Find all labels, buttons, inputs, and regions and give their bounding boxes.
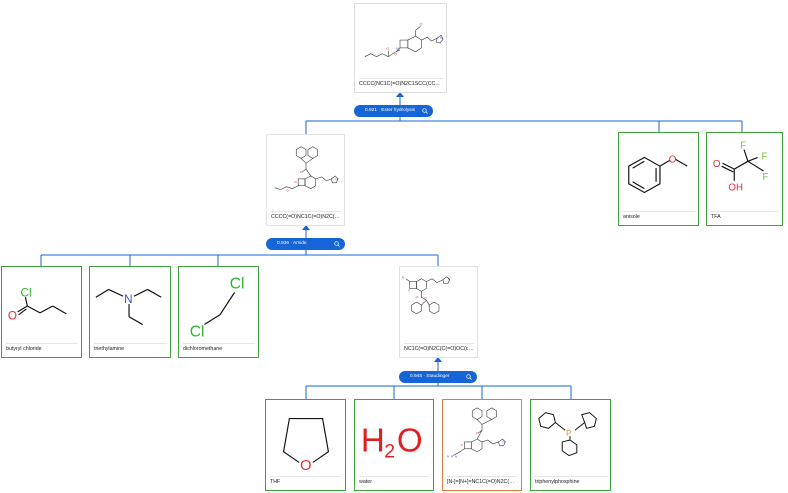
reactant-card-dichloromethane[interactable]: Cl Cl dichloromethane: [178, 266, 259, 358]
svg-text:P: P: [566, 429, 571, 438]
search-icon[interactable]: [422, 108, 428, 114]
reactant-card-triethylamine[interactable]: N triethylamine: [89, 266, 171, 358]
search-icon[interactable]: [466, 374, 472, 380]
svg-text:O: O: [713, 159, 721, 170]
reactant-card-anisole[interactable]: O anisole: [618, 132, 699, 226]
intermediate-structure: O O O N N: [402, 276, 451, 315]
reaction-step-label: 0.921 · Ester hydrolysis: [365, 108, 416, 113]
svg-text:F: F: [762, 151, 768, 162]
svg-text:O: O: [386, 47, 389, 51]
svg-text:O: O: [294, 180, 297, 184]
search-icon[interactable]: [334, 241, 340, 247]
reactant-card-azide[interactable]: O O N N N N [N-]=[N+]=NC1C(=O)N2C(C(=O..…: [442, 399, 522, 491]
reaction-step-staudinger[interactable]: 0.945 · Staudinger: [399, 371, 477, 383]
svg-text:N: N: [455, 455, 457, 459]
svg-text:N: N: [335, 177, 337, 181]
tfa-structure: F F F O OH: [713, 141, 769, 194]
svg-text:O: O: [424, 296, 427, 300]
svg-text:O: O: [420, 22, 423, 26]
reactant-name: [N-]=[N+]=NC1C(=O)N2C(C(=O...: [447, 476, 518, 488]
azide-structure: O O N N N N: [447, 407, 506, 459]
intermediate-smiles-label: NC1C(=O)N2C(C(=O)OC(c3ccc...: [404, 343, 474, 355]
reactant-card-water[interactable]: H 2 O water: [354, 399, 434, 491]
reactant-name: TFA: [711, 211, 779, 223]
svg-text:F: F: [740, 141, 746, 152]
svg-text:O: O: [286, 189, 289, 193]
svg-text:O: O: [8, 310, 17, 323]
reactant-card-tfa[interactable]: F F F O OH TFA: [706, 132, 783, 226]
svg-text:O: O: [408, 288, 411, 292]
target-smiles-label: CCCC(NC1C(=O)N2C1SCC(CC...: [359, 78, 443, 90]
svg-text:F: F: [763, 172, 769, 183]
svg-text:O: O: [397, 423, 423, 460]
triphenylphosphine-structure: P: [538, 412, 597, 457]
intermediate-smiles-label: CCCC(=O)NC1C(=O)N2C(C(=O...: [271, 211, 341, 223]
anisole-structure: O: [628, 154, 688, 194]
svg-text:OH: OH: [728, 183, 743, 194]
dichloromethane-structure: Cl Cl: [190, 275, 245, 340]
reactant-name: anisole: [623, 211, 695, 223]
reactant-name: water: [359, 476, 430, 488]
reactant-name: triphenylphosphine: [535, 476, 607, 488]
reaction-step-label: 0.945 · Staudinger: [410, 374, 450, 379]
target-molecule-card[interactable]: O O O N N CCCC(NC1C(=O)N2C1SCC(CC...: [354, 3, 447, 93]
svg-text:N: N: [124, 293, 132, 306]
reactant-name: THF: [270, 476, 342, 488]
reaction-step-label: 0.936 · Amide: [277, 241, 307, 246]
reaction-step-ester-hydrolysis[interactable]: 0.921 · Ester hydrolysis: [354, 105, 433, 117]
svg-text:O: O: [394, 53, 397, 57]
intermediate-molecule-card[interactable]: O O O N N NC1C(=O)N2C(C(=O)OC(c3ccc...: [399, 266, 478, 358]
water-structure: H 2 O: [361, 423, 423, 463]
reactant-name: triethylamine: [94, 343, 167, 355]
reaction-step-amide[interactable]: 0.936 · Amide: [266, 238, 345, 250]
svg-text:Cl: Cl: [190, 323, 205, 340]
svg-text:O: O: [300, 170, 303, 174]
svg-text:O: O: [476, 431, 479, 435]
reactant-name: dichloromethane: [183, 343, 255, 355]
arrow-head: [302, 225, 310, 230]
svg-text:2: 2: [384, 441, 395, 463]
reactant-name: butyryl chloride: [6, 343, 78, 355]
svg-text:N: N: [447, 455, 449, 459]
target-structure: O O O N N: [364, 22, 444, 58]
reactant-card-triphenylphosphine[interactable]: P triphenylphosphine: [530, 399, 611, 491]
svg-text:N: N: [448, 278, 450, 282]
svg-text:N: N: [402, 276, 404, 280]
arrow-head: [434, 357, 442, 362]
reactant-card-thf[interactable]: O THF: [265, 399, 346, 491]
svg-text:O: O: [461, 443, 464, 447]
svg-text:Cl: Cl: [21, 286, 32, 299]
svg-text:O: O: [300, 458, 311, 474]
svg-text:N: N: [396, 47, 399, 51]
svg-text:Cl: Cl: [230, 275, 245, 292]
triethylamine-structure: N: [95, 288, 162, 326]
svg-text:N: N: [451, 455, 453, 459]
intermediate-structure: O O O N: [274, 146, 339, 193]
svg-text:O: O: [416, 295, 419, 299]
svg-text:N: N: [440, 36, 443, 40]
svg-text:N: N: [502, 440, 504, 444]
thf-structure: O: [282, 417, 330, 474]
reactant-card-butyryl-chloride[interactable]: Cl O butyryl chloride: [1, 266, 82, 358]
svg-text:H: H: [361, 423, 385, 460]
svg-text:O: O: [669, 154, 677, 165]
arrow-head: [396, 92, 404, 97]
butyryl-chloride-structure: Cl O: [8, 286, 67, 323]
intermediate-molecule-card[interactable]: O O O N CCCC(=O)NC1C(=O)N2C(C(=O...: [266, 134, 345, 226]
